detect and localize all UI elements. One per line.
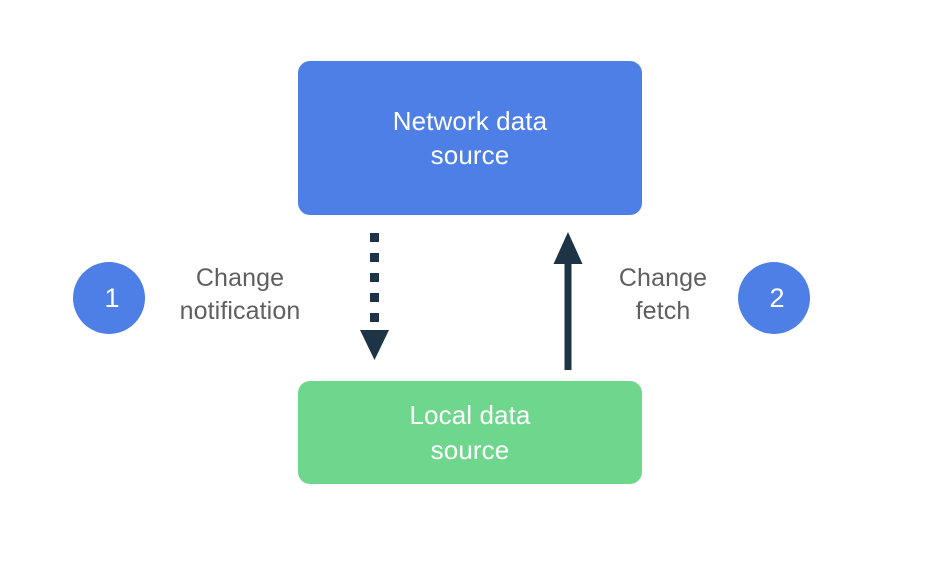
node-network-data-source-label: Network data source [392, 105, 548, 170]
step-badge-1-number: 1 [104, 282, 120, 313]
arrow-shaft [564, 260, 572, 370]
edge-label-change-fetch: Change fetch [618, 264, 708, 326]
arrow-change-fetch [553, 232, 583, 370]
arrow-head-up-icon [553, 232, 583, 264]
arrow-change-notification [360, 233, 389, 360]
node-local-data-source[interactable]: Local data source [298, 381, 642, 484]
step-badge-2[interactable]: 2 [738, 262, 810, 334]
node-network-data-source[interactable]: Network data source [298, 61, 642, 215]
edge-label-change-notification: Change notification [179, 264, 301, 326]
arrow-head-down-icon [360, 330, 389, 360]
step-badge-2-number: 2 [769, 282, 785, 313]
step-badge-1[interactable]: 1 [73, 262, 145, 334]
dotted-arrow-dots [370, 233, 379, 322]
node-local-data-source-label: Local data source [409, 400, 531, 465]
